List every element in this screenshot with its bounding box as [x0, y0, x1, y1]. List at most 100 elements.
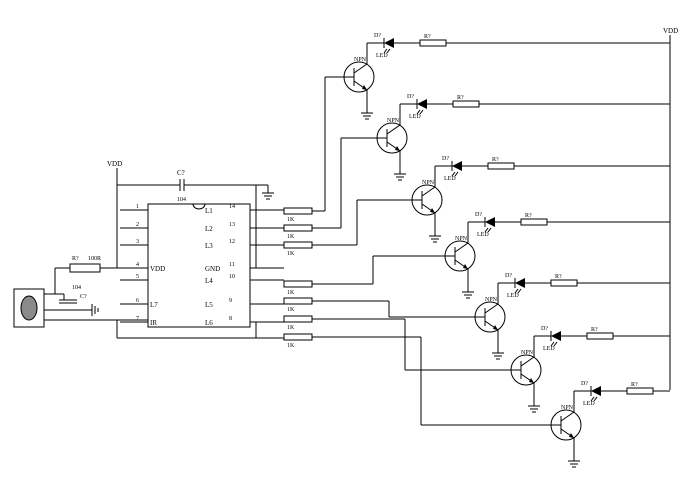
- led-resistor-ref: R?: [424, 34, 431, 40]
- led-resistor: [520, 218, 548, 226]
- npn-transistor-icon: [550, 409, 582, 441]
- ground-icon: [361, 112, 373, 120]
- base-resistor-label: 1K: [287, 343, 295, 349]
- ic-pin-number: 4: [136, 262, 139, 268]
- ic-pin-number: 12: [229, 239, 235, 245]
- led-label: LED: [583, 401, 595, 407]
- base-resistor-label: 1K: [287, 325, 295, 331]
- ground-icon: [262, 192, 274, 200]
- ic-pin-number: 1: [136, 204, 139, 210]
- ic-pin-number: 2: [136, 222, 139, 228]
- npn-transistor-icon: [343, 61, 375, 93]
- ic-pin-label: GND: [205, 265, 220, 273]
- npn-label: NPN: [561, 405, 574, 411]
- npn-label: NPN: [387, 118, 400, 124]
- led-diode-icon: [591, 386, 601, 396]
- diode-ref: D?: [541, 326, 548, 332]
- led-diode-icon: [417, 99, 427, 109]
- npn-transistor-icon: [474, 301, 506, 333]
- diode-ref: D?: [442, 156, 449, 162]
- base-resistor: [283, 297, 313, 305]
- ic-pin-label: L2: [205, 225, 213, 233]
- led-diode-icon: [485, 217, 495, 227]
- led-label: LED: [477, 232, 489, 238]
- diode-ref: D?: [475, 212, 482, 218]
- base-resistor: [283, 224, 313, 232]
- led-diode-icon: [515, 278, 525, 288]
- led-label: LED: [543, 346, 555, 352]
- led-diode-icon: [452, 161, 462, 171]
- npn-label: NPN: [354, 57, 367, 63]
- ground-icon: [462, 291, 474, 299]
- npn-label: NPN: [422, 180, 435, 186]
- npn-transistor-icon: [376, 122, 408, 154]
- ic-pin-number: 6: [136, 298, 139, 304]
- ic-pin-label: L7: [150, 301, 158, 309]
- ground-icon: [429, 235, 441, 243]
- ir-sensor-icon: [20, 295, 38, 321]
- base-resistor-label: 1K: [287, 217, 295, 223]
- led-label: LED: [507, 293, 519, 299]
- ic-pin-label: L3: [205, 242, 213, 250]
- transistor-stage-5: NPN D? LED R?: [474, 273, 670, 360]
- ic-pin-label: IR: [150, 319, 157, 327]
- ic-pin-label: L5: [205, 301, 213, 309]
- ic-pin-label: L6: [205, 319, 213, 327]
- led-resistor-ref: R?: [555, 274, 562, 280]
- diode-ref: D?: [505, 273, 512, 279]
- led-resistor: [550, 279, 578, 287]
- led-resistor-ref: R?: [591, 327, 598, 333]
- ground-icon: [91, 304, 99, 316]
- npn-label: NPN: [455, 236, 468, 242]
- vdd-left-label: VDD: [107, 160, 122, 168]
- ic-pin-number: 7: [136, 316, 139, 322]
- led-resistor: [419, 39, 447, 47]
- ic-pin-label: L4: [205, 277, 213, 285]
- ic-pin-number: 9: [229, 298, 232, 304]
- base-resistor-label: 1K: [287, 234, 295, 240]
- ic-notch: [192, 203, 206, 210]
- ic-pin-number: 10: [229, 274, 235, 280]
- led-resistor-ref: R?: [457, 95, 464, 101]
- led-diode-icon: [551, 331, 561, 341]
- top-capacitor-ref: C?: [177, 169, 185, 177]
- transistor-stage-1: NPN D? LED R?: [343, 33, 670, 120]
- transistor-stage-7: NPN D? LED R?: [550, 381, 670, 468]
- transistor-stage-4: NPN D? LED R?: [444, 212, 670, 299]
- npn-label: NPN: [485, 297, 498, 303]
- ic-pin-label: VDD: [150, 265, 165, 273]
- led-resistor: [626, 387, 654, 395]
- top-capacitor-value: 104: [177, 197, 186, 203]
- led-resistor: [452, 100, 480, 108]
- led-diode-icon: [384, 38, 394, 48]
- input-capacitor-value: 104: [72, 285, 81, 291]
- ic-pin-number: 13: [229, 222, 235, 228]
- led-resistor: [586, 332, 614, 340]
- base-resistor: [283, 280, 313, 288]
- ic-pin-number: 5: [136, 274, 139, 280]
- base-resistor-label: 1K: [287, 290, 295, 296]
- diode-ref: D?: [581, 381, 588, 387]
- base-resistor-label: 1K: [287, 251, 295, 257]
- led-label: LED: [444, 176, 456, 182]
- ground-icon: [528, 405, 540, 413]
- input-section: R? 100R 104 C?: [13, 256, 284, 339]
- ir-sensor-box: [13, 288, 45, 328]
- ic-pin-label: L1: [205, 207, 213, 215]
- input-resistor-value: 100R: [88, 256, 101, 262]
- npn-transistor-icon: [411, 184, 443, 216]
- ground-icon: [394, 173, 406, 181]
- ic-pin-number: 3: [136, 239, 139, 245]
- base-resistor: [283, 315, 313, 323]
- led-resistor-ref: R?: [631, 382, 638, 388]
- led-label: LED: [409, 114, 421, 120]
- ic-body: [147, 203, 251, 328]
- led-resistor: [487, 162, 515, 170]
- diode-ref: D?: [374, 33, 381, 39]
- led-label: LED: [376, 53, 388, 59]
- base-resistor-label: 1K: [287, 307, 295, 313]
- input-resistor: [69, 263, 101, 273]
